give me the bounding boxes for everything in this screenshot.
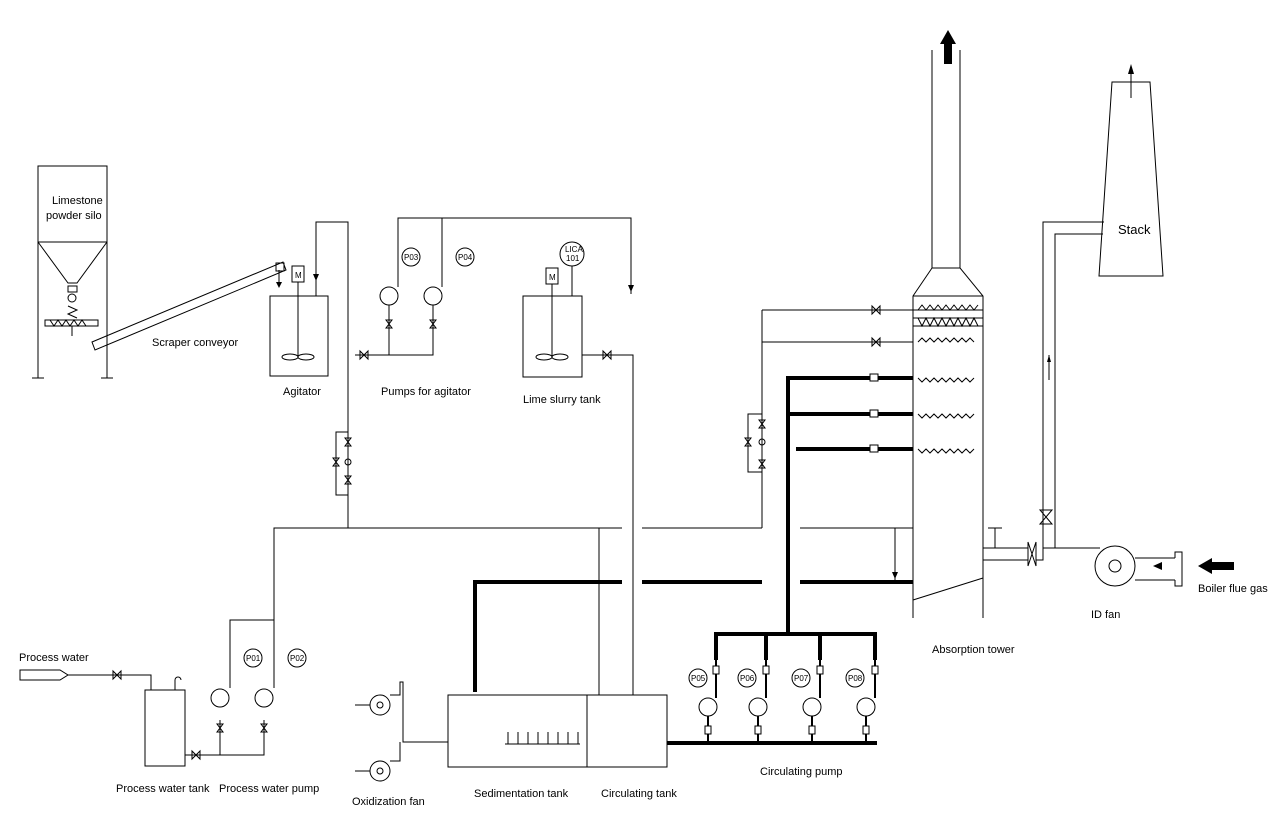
scraper-conveyor	[91, 261, 287, 351]
process-water-header	[273, 304, 913, 695]
circulating-tank-label: Circulating tank	[601, 788, 677, 800]
sedimentation-circulating-tank	[447, 694, 668, 768]
oxidization-fans	[355, 681, 448, 782]
boiler-flue-gas-label: Boiler flue gas	[1198, 583, 1268, 595]
p06-indicator	[737, 668, 757, 688]
absorption-tower-label: Absorption tower	[932, 644, 1015, 656]
p04-tag: P04	[458, 253, 473, 262]
limestone-powder-silo	[32, 165, 113, 379]
process-water-supply	[19, 669, 182, 691]
p05-indicator	[688, 668, 708, 688]
slurry-lines	[473, 373, 913, 745]
process-water-label: Process water	[19, 652, 89, 664]
p01-tag: P01	[246, 654, 261, 663]
agitator-bypass-valves	[332, 431, 352, 496]
agitator-motor-tag: M	[295, 271, 302, 280]
p02-indicator	[287, 648, 307, 668]
lica-tag-2: 101	[566, 254, 580, 263]
sedimentation-tank-label: Sedimentation tank	[474, 788, 569, 800]
lime-tank-motor-tag: M	[549, 273, 556, 282]
circulating-pump-label: Circulating pump	[760, 766, 843, 778]
p07-indicator	[791, 668, 811, 688]
lica-101-indicator	[559, 241, 585, 267]
process-water-tank-label: Process water tank	[116, 783, 210, 795]
agitator-label: Agitator	[283, 386, 321, 398]
agitator-tank	[269, 221, 349, 528]
process-water-pumps	[185, 619, 275, 761]
stack-label: Stack	[1118, 222, 1151, 237]
p01-indicator	[243, 648, 263, 668]
p03-indicator	[401, 247, 421, 267]
pumps-for-agitator-label: Pumps for agitator	[381, 386, 471, 398]
id-fan	[1027, 509, 1234, 587]
lica-tag-1: LICA	[565, 245, 583, 254]
oxidization-fan-label: Oxidization fan	[352, 796, 425, 808]
stack	[1042, 64, 1164, 548]
circulating-pumps	[698, 660, 879, 743]
p08-indicator	[845, 668, 865, 688]
id-fan-label: ID fan	[1091, 609, 1120, 621]
pumps-for-agitator	[355, 217, 634, 361]
p02-tag: P02	[290, 654, 305, 663]
process-water-tank	[144, 689, 186, 767]
p05-tag: P05	[691, 674, 706, 683]
p03-tag: P03	[404, 253, 419, 262]
p07-tag: P07	[794, 674, 809, 683]
lime-slurry-tank	[522, 266, 634, 695]
p08-tag: P08	[848, 674, 863, 683]
lime-slurry-tank-label: Lime slurry tank	[523, 394, 601, 406]
limestone-silo-label-1: Limestone	[52, 195, 103, 207]
limestone-silo-label-2: powder silo	[46, 210, 102, 222]
scraper-conveyor-label: Scraper conveyor	[152, 337, 239, 349]
p06-tag: P06	[740, 674, 755, 683]
p04-indicator	[455, 247, 475, 267]
absorption-tower	[912, 30, 1028, 618]
process-water-pump-label: Process water pump	[219, 783, 319, 795]
